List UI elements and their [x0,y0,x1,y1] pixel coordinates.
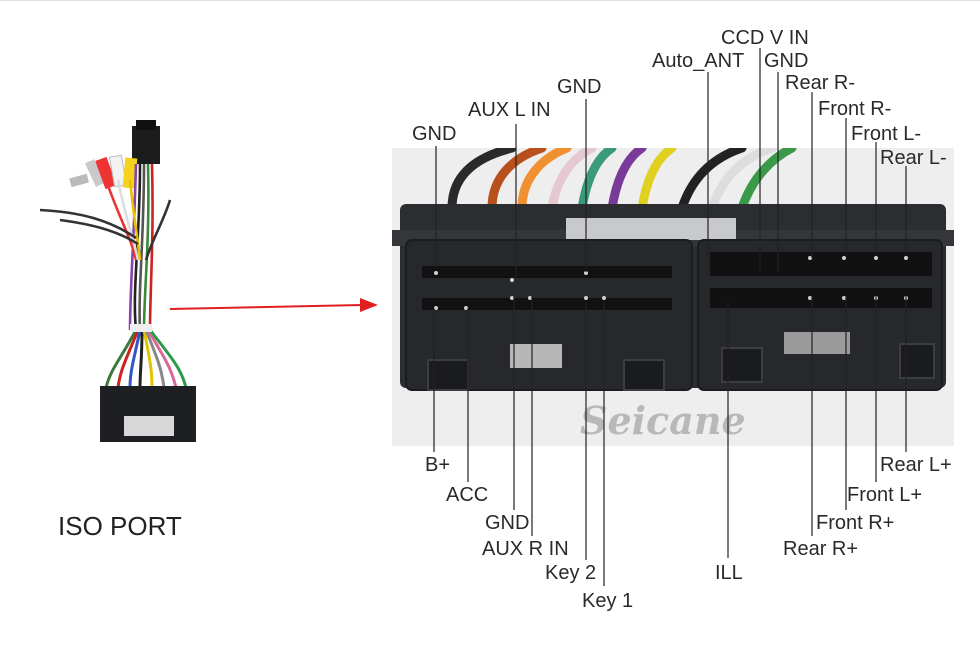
label-key-1: Key 1 [582,590,634,612]
top-divider [0,0,980,1]
label-front-l-plus: Front L+ [847,484,923,506]
wiring-harness-image [40,120,196,442]
label-acc: ACC [446,484,489,506]
label-front-r-plus: Front R+ [816,512,895,534]
connector-image: Seicane [392,148,954,446]
label-gnd-bottom: GND [485,512,530,534]
label-rear-l-minus: Rear L- [880,147,947,169]
label-gnd-top-left: GND [412,123,457,145]
label-front-l-minus: Front L- [851,123,922,145]
label-rear-r-plus: Rear R+ [783,538,859,560]
label-aux-r-in: AUX R IN [482,538,569,560]
label-rear-r-minus: Rear R- [785,72,856,94]
rca-plugs-icon [69,154,138,190]
watermark-text: Seicane [580,398,746,443]
label-gnd-top-right: GND [764,50,809,72]
label-ccd-v-in: CCD V IN [721,27,809,49]
label-b-plus: B+ [425,454,451,476]
label-ill: ILL [715,562,743,584]
label-front-r-minus: Front R- [818,98,892,120]
label-aux-l-in: AUX L IN [468,99,551,121]
label-gnd-top-mid: GND [557,76,602,98]
label-key-2: Key 2 [545,562,597,584]
label-rear-l-plus: Rear L+ [880,454,952,476]
iso-port-title: ISO PORT [58,511,182,541]
label-auto-ant: Auto_ANT [652,50,745,72]
